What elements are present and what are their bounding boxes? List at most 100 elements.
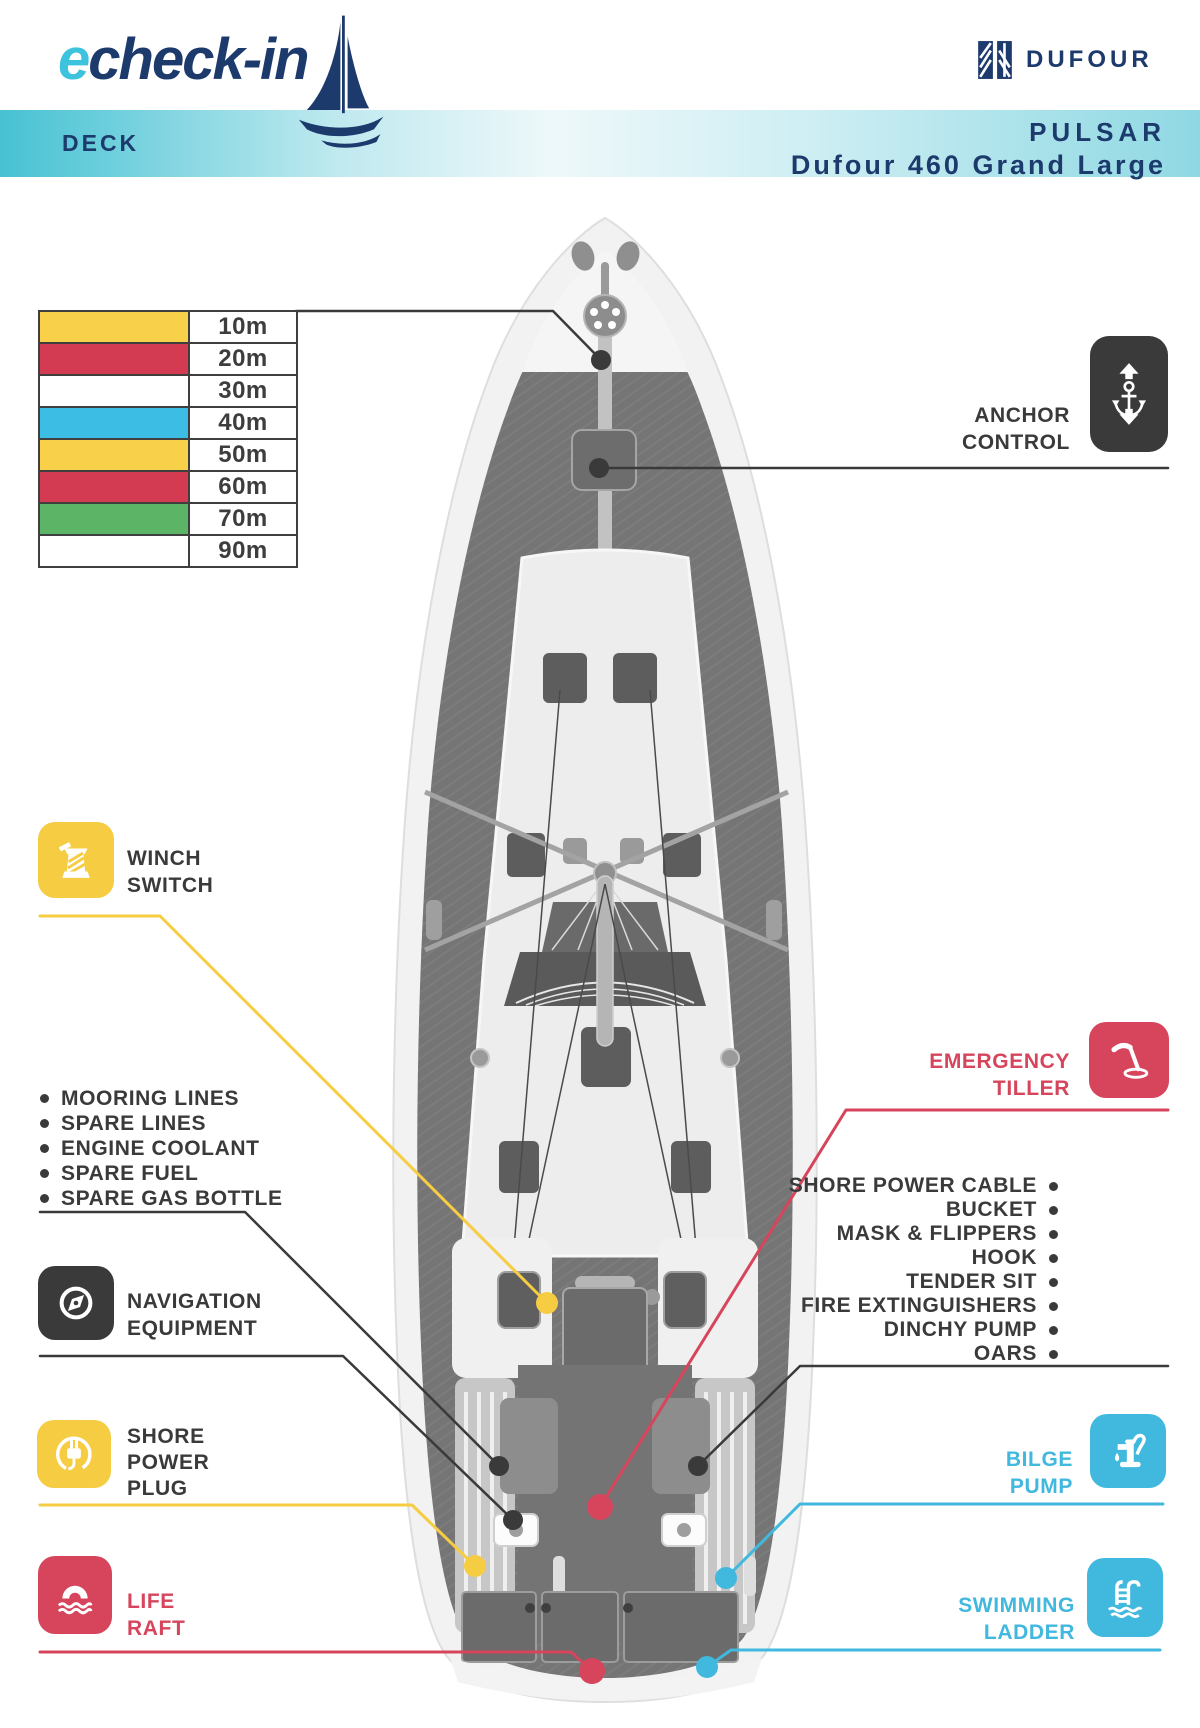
bullet-icon: [40, 1094, 49, 1103]
list-item: ENGINE COOLANT: [40, 1136, 283, 1161]
bullet-icon: [1049, 1229, 1058, 1239]
bullet-icon: [40, 1144, 49, 1153]
winch-switch-leader-line: [38, 914, 549, 1305]
anchor-control-icon: [1090, 336, 1168, 452]
tiller-icon: [1111, 1042, 1149, 1079]
shore-power-plug-label: SHORE POWER PLUG: [127, 1425, 210, 1500]
hand-pump-icon: [1114, 1433, 1146, 1468]
transom-hinges: [525, 1603, 633, 1613]
port-items-leader-line: [38, 1210, 501, 1468]
chain-color-swatch: [40, 376, 188, 406]
list-item: HOOK: [789, 1246, 1058, 1270]
companionway: [562, 1287, 648, 1375]
navigation-equipment-label: NAVIGATION EQUIPMENT: [127, 1290, 262, 1340]
boat-identity: PULSAR Dufour 460 Grand Large: [791, 117, 1166, 181]
emergency-tiller-leader-line: [598, 1108, 1170, 1509]
winch-marker-dot: [536, 1292, 558, 1314]
winch-icon: [58, 842, 90, 878]
chain-color-swatch: [40, 408, 188, 438]
bullet-icon: [40, 1194, 49, 1203]
list-item: SHORE POWER CABLE: [789, 1174, 1058, 1198]
life-raft-label: LIFE RAFT: [127, 1590, 186, 1640]
chain-color-swatch: [40, 504, 188, 534]
deck-hatches: [497, 651, 713, 1195]
list-item: SPARE LINES: [40, 1111, 283, 1136]
bullet-icon: [1049, 1301, 1058, 1311]
table-row: 20m: [40, 344, 296, 376]
shore-power-plug-icon: [37, 1420, 111, 1488]
chain-color-swatch: [40, 344, 188, 374]
anchor-marker-dot: [589, 458, 609, 478]
dufour-brand: DUFOUR: [977, 40, 1153, 80]
winch-switch-icon: [38, 822, 114, 898]
emergency-tiller-icon-box: [1089, 1022, 1169, 1098]
life-raft-marker-dot: [579, 1658, 605, 1684]
compass-icon: [59, 1286, 93, 1320]
anchor-control-label: ANCHOR CONTROL: [961, 404, 1070, 454]
list-item: SPARE GAS BOTTLE: [40, 1186, 283, 1211]
list-item: BUCKET: [789, 1198, 1058, 1222]
chain-length-label: 90m: [188, 536, 296, 566]
chain-length-label: 50m: [188, 440, 296, 470]
bullet-icon: [40, 1119, 49, 1128]
windlass: [583, 294, 627, 338]
chain-table-leader-line: [294, 309, 603, 362]
boat-model: Dufour 460 Grand Large: [790, 150, 1166, 180]
dufour-logo-icon: [978, 41, 1012, 79]
bullet-icon: [1049, 1205, 1058, 1215]
port-equipment-list: MOORING LINES SPARE LINES ENGINE COOLANT…: [40, 1086, 283, 1211]
chain-length-table: 10m 20m 30m 40m 50m 60m 70m 90m: [38, 310, 298, 568]
bullet-icon: [1049, 1277, 1058, 1287]
chain-marker-dot: [591, 350, 611, 370]
winch-switch-label: WINCH SWITCH: [127, 847, 214, 897]
logo-e: e: [58, 27, 90, 92]
mast-base-fittings: [470, 838, 740, 1068]
section-title: DECK: [62, 130, 140, 156]
swimming-ladder-leader-line: [705, 1648, 1162, 1669]
anchor-icon: [1111, 363, 1147, 425]
chain-color-swatch: [40, 472, 188, 502]
chain-length-label: 20m: [188, 344, 296, 374]
life-raft-icon: [57, 1585, 93, 1615]
chainplate-starboard: [766, 900, 782, 940]
chain-length-label: 40m: [188, 408, 296, 438]
bilge-pump-leader-line: [724, 1502, 1165, 1580]
list-item: DINCHY PUMP: [789, 1318, 1058, 1342]
boom: [596, 875, 614, 1047]
table-row: 40m: [40, 408, 296, 440]
arch-post-starboard: [744, 1556, 756, 1596]
bullet-icon: [1049, 1349, 1058, 1359]
companionway-slider: [575, 1276, 635, 1290]
bullet-icon: [1049, 1253, 1058, 1263]
section-banner: DECK PULSAR Dufour 460 Grand Large: [0, 110, 1200, 180]
table-row: 70m: [40, 504, 296, 536]
bilge-pump-icon-box: [1090, 1414, 1166, 1488]
swimming-ladder-icon-box: [1087, 1558, 1163, 1637]
chain-length-label: 10m: [188, 312, 296, 342]
life-raft-icon-box: [38, 1556, 112, 1634]
table-row: 10m: [40, 312, 296, 344]
logo-rest: check-in: [88, 27, 309, 92]
sheet-lines: [511, 689, 699, 1273]
list-item: SPARE FUEL: [40, 1161, 283, 1186]
table-row: 60m: [40, 472, 296, 504]
bow-pulpit: [571, 241, 640, 300]
chain-color-swatch: [40, 536, 188, 566]
chain-color-swatch: [40, 440, 188, 470]
starboard-items-leader-line: [696, 1364, 1170, 1468]
bullet-icon: [1049, 1325, 1058, 1335]
shore-power-leader-line: [38, 1503, 477, 1568]
chain-length-label: 30m: [188, 376, 296, 406]
swimming-ladder-marker-dot: [696, 1656, 718, 1678]
starboard-items-marker-dot: [688, 1456, 708, 1476]
table-row: 50m: [40, 440, 296, 472]
arch-post-port: [553, 1556, 565, 1596]
navigation-equipment-icon: [38, 1266, 114, 1340]
dufour-wordmark: DUFOUR: [1026, 46, 1153, 73]
plug-icon: [56, 1436, 92, 1471]
marker-dots: [464, 350, 737, 1684]
swim-platform: [450, 1658, 762, 1701]
list-item: FIRE EXTINGUISHERS: [789, 1294, 1058, 1318]
